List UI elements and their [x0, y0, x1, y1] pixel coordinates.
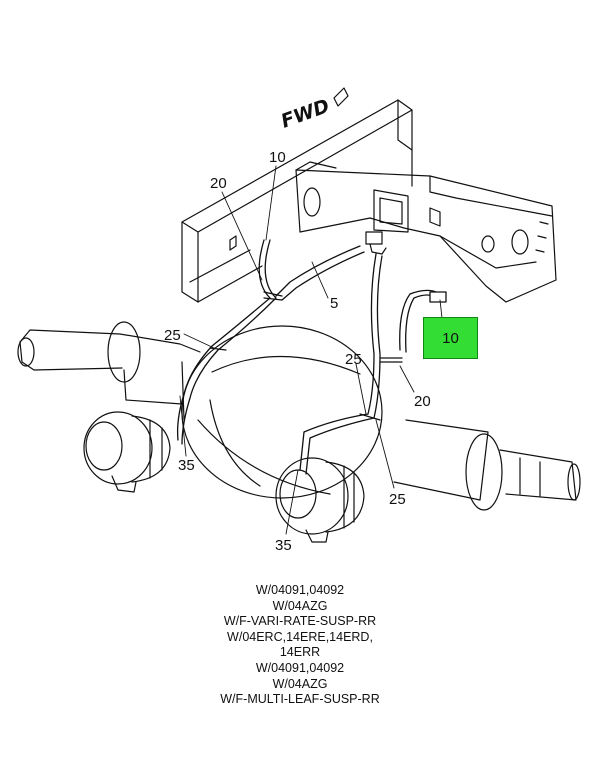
highlighted-callout-box[interactable]: [423, 317, 478, 359]
note-line: W/F-MULTI-LEAF-SUSP-RR: [220, 692, 380, 707]
callout-20-left: 20: [210, 175, 227, 192]
note-line: W/04091,04092: [255, 660, 345, 675]
forward-arrow-icon: [333, 87, 349, 107]
callout-10-top: 10: [269, 149, 286, 166]
callout-25-right: 25: [345, 351, 362, 368]
axle-housing: [17, 321, 581, 511]
callout-leaders: [179, 165, 443, 535]
brake-chamber-left: [83, 411, 171, 493]
callout-25-left: 25: [164, 327, 181, 344]
harness-junction-connector: [365, 231, 387, 255]
brake-chamber-right: [275, 457, 365, 543]
forward-label: FWD: [278, 95, 332, 133]
applicability-notes: W/04091,04092 W/04AZG W/F-VARI-RATE-SUSP…: [150, 583, 450, 708]
note-line: W/04AZG: [272, 598, 328, 613]
highlighted-callout-10[interactable]: 10: [442, 330, 459, 347]
callout-20-right: 20: [414, 393, 431, 410]
callout-35-bottom: 35: [275, 537, 292, 554]
note-line: W/04091,04092: [255, 583, 345, 597]
frame-bracket: [295, 161, 557, 303]
note-line: 14ERR: [279, 645, 321, 660]
note-line: W/04ERC,14ERE,14ERD,: [227, 629, 373, 644]
note-line: W/F-VARI-RATE-SUSP-RR: [223, 614, 377, 629]
harness-wires: [176, 239, 447, 475]
frame-crossmember: [181, 99, 413, 303]
note-line: W/04AZG: [272, 676, 328, 691]
callout-35-left: 35: [178, 457, 195, 474]
callout-25-bottom: 25: [389, 491, 406, 508]
callout-5: 5: [330, 295, 338, 312]
